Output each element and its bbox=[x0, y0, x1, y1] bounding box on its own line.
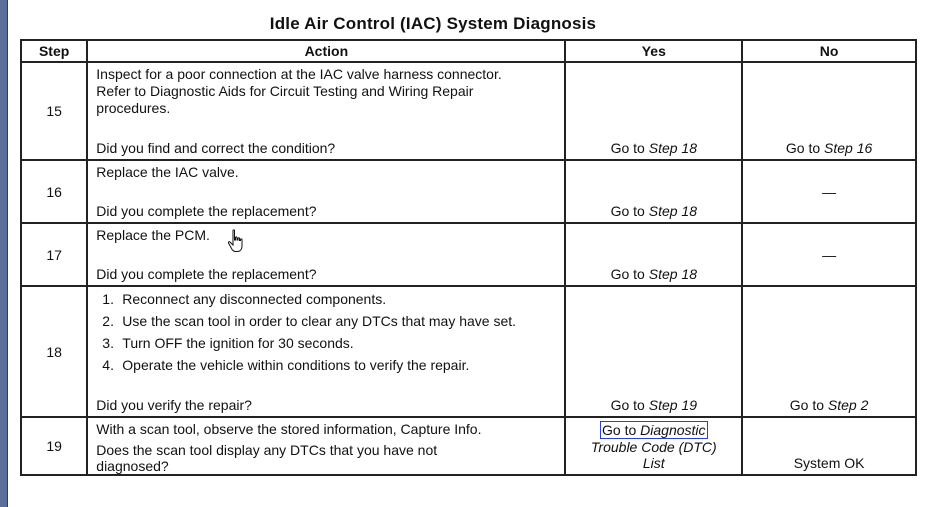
no-cell: — bbox=[741, 222, 917, 287]
yes-cell: Go to Step 18 bbox=[564, 61, 744, 161]
diagnosis-table: Step Action Yes No 15 Inspect for a poor… bbox=[19, 39, 917, 476]
question-text: Did you complete the replacement? bbox=[96, 266, 317, 282]
table-row: 15 Inspect for a poor connection at the … bbox=[19, 61, 917, 161]
no-goto[interactable]: Go to Step 16 bbox=[785, 140, 873, 156]
diagnostic-trouble-code-link[interactable]: Go to Diagnostic bbox=[600, 421, 708, 439]
no-goto[interactable]: Go to Step 2 bbox=[789, 397, 869, 413]
action-line: Refer to Diagnostic Aids for Circuit Tes… bbox=[96, 83, 474, 99]
no-cell: — bbox=[741, 159, 917, 224]
action-cell: Replace the IAC valve. Did you complete … bbox=[86, 159, 567, 224]
header-no: No bbox=[741, 39, 917, 63]
question-text: Did you verify the repair? bbox=[96, 397, 252, 413]
yes-goto[interactable]: Go to Step 19 bbox=[610, 397, 697, 413]
action-cell: 1.Reconnect any disconnected components.… bbox=[86, 285, 567, 418]
action-cell: Inspect for a poor connection at the IAC… bbox=[86, 61, 567, 161]
yes-cell: Go to Step 18 bbox=[564, 222, 744, 287]
table-row: 17 Replace the PCM. Did you complete the… bbox=[19, 222, 917, 287]
yes-cell: Go to Step 19 bbox=[564, 285, 744, 418]
question-text: Does the scan tool display any DTCs that… bbox=[96, 442, 438, 458]
table-row: 16 Replace the IAC valve. Did you comple… bbox=[19, 159, 917, 224]
yes-goto[interactable]: Go to Step 18 bbox=[610, 266, 697, 282]
question-text: Did you complete the replacement? bbox=[96, 203, 317, 219]
yes-link-continuation[interactable]: List bbox=[642, 455, 665, 471]
step-number: 18 bbox=[19, 285, 89, 418]
header-row: Step Action Yes No bbox=[19, 39, 917, 63]
action-line: Replace the IAC valve. bbox=[96, 164, 239, 180]
action-line: With a scan tool, observe the stored inf… bbox=[96, 421, 482, 437]
step-number: 17 bbox=[19, 222, 89, 287]
no-cell: Go to Step 2 bbox=[741, 285, 917, 418]
list-item: 1.Reconnect any disconnected components. bbox=[102, 291, 387, 307]
step-number: 15 bbox=[19, 61, 89, 161]
action-cell: With a scan tool, observe the stored inf… bbox=[86, 416, 567, 476]
yes-goto[interactable]: Go to Step 18 bbox=[610, 203, 697, 219]
yes-link-continuation[interactable]: Trouble Code (DTC) bbox=[590, 439, 717, 455]
header-step: Step bbox=[19, 39, 89, 63]
hand-pointer-icon bbox=[227, 229, 243, 252]
no-dash: — bbox=[822, 246, 837, 263]
question-text: Did you find and correct the condition? bbox=[96, 140, 336, 156]
no-result: System OK bbox=[793, 455, 865, 471]
page-title: Idle Air Control (IAC) System Diagnosis bbox=[269, 14, 597, 33]
action-line: Inspect for a poor connection at the IAC… bbox=[96, 66, 502, 82]
yes-cell: Go to Diagnostic Trouble Code (DTC) List bbox=[564, 416, 744, 476]
step-number: 19 bbox=[19, 416, 89, 476]
window-left-edge bbox=[0, 0, 8, 507]
list-item: 4.Operate the vehicle within conditions … bbox=[102, 357, 470, 373]
action-steps-list: 1.Reconnect any disconnected components.… bbox=[88, 287, 564, 374]
yes-cell: Go to Step 18 bbox=[564, 159, 744, 224]
question-text: diagnosed? bbox=[96, 458, 169, 474]
table-row: 18 1.Reconnect any disconnected componen… bbox=[19, 285, 917, 418]
table-row: 19 With a scan tool, observe the stored … bbox=[19, 416, 917, 476]
step-number: 16 bbox=[19, 159, 89, 224]
no-cell: Go to Step 16 bbox=[741, 61, 917, 161]
action-cell: Replace the PCM. Did you complete the re… bbox=[86, 222, 567, 287]
list-item: 3.Turn OFF the ignition for 30 seconds. bbox=[102, 335, 354, 351]
list-item: 2.Use the scan tool in order to clear an… bbox=[102, 313, 517, 329]
no-dash: — bbox=[822, 183, 837, 200]
action-line: Replace the PCM. bbox=[96, 227, 210, 243]
header-yes: Yes bbox=[564, 39, 744, 63]
no-cell: System OK bbox=[741, 416, 917, 476]
yes-goto[interactable]: Go to Step 18 bbox=[610, 140, 697, 156]
action-line: procedures. bbox=[96, 100, 171, 116]
header-action: Action bbox=[86, 39, 567, 63]
